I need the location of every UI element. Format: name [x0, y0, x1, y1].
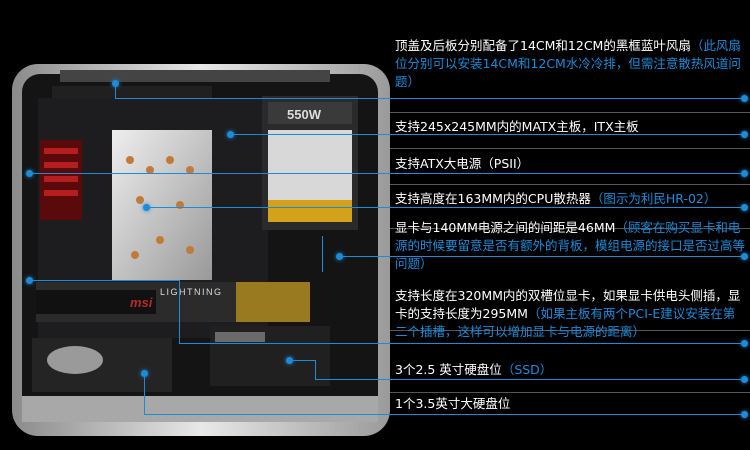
- annotation-top-fans: 顶盖及后板分别配备了14CM和12CM的黑框蓝叶风扇（此风扇位分别可以安装14C…: [395, 38, 741, 89]
- annotation-graphics-card: 支持长度在320MM内的双槽位显卡，如果显卡供电头侧插，显卡的支持长度为295M…: [395, 288, 741, 339]
- svg-text:msi: msi: [130, 295, 153, 310]
- annotation-ssd-bays: 3个2.5 英寸硬盘位（SSD）: [395, 362, 553, 377]
- annotation-gpu-psu-gap: 显卡与140MM电源之间的间距是46MM（顾客在购买显卡和电源的时候要留意是否有…: [395, 220, 746, 271]
- annotation-motherboard: 支持245x245MM内的MATX主板，ITX主板: [395, 119, 639, 134]
- annotation-hdd-bay: 1个3.5英寸大硬盘位: [395, 396, 511, 411]
- annotation-power-supply: 支持ATX大电源（PSII）: [395, 156, 530, 171]
- cpu-cooler: [112, 130, 212, 280]
- psu-label: 550W: [287, 107, 322, 122]
- svg-text:LIGHTNING: LIGHTNING: [160, 287, 223, 297]
- annotation-cpu-cooler: 支持高度在163MM内的CPU散热器（图示为利民HR-02）: [395, 191, 717, 206]
